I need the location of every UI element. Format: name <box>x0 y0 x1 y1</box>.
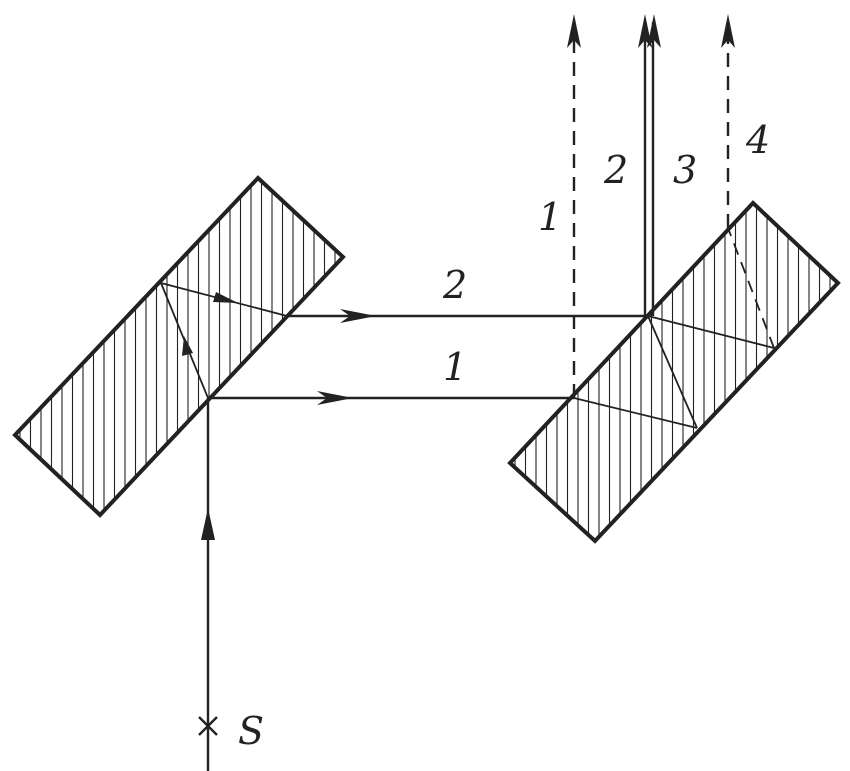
left-plate-hatching <box>19 178 336 515</box>
ray-2-label: 2 <box>442 263 467 307</box>
output-ray-4-arrowhead <box>721 14 735 48</box>
horizontal-ray-1 <box>208 391 574 405</box>
output-ray-1 <box>567 14 581 398</box>
output-ray-3-arrowhead <box>647 14 661 48</box>
right-plate-inner-rays <box>573 227 775 429</box>
right-plate-outline <box>507 200 841 544</box>
output-ray-2-arrowhead <box>638 14 652 48</box>
inner-ray-arrowhead <box>182 336 193 356</box>
incoming-ray-arrowhead <box>201 508 215 540</box>
output-ray-2-3 <box>638 14 661 316</box>
output-2-label: 2 <box>603 148 628 192</box>
output-4-label: 4 <box>745 118 770 162</box>
ray-1-label: 1 <box>443 345 467 389</box>
ray-2-arrowhead <box>340 309 376 323</box>
inner-ray-arrowhead-2 <box>213 292 238 303</box>
left-plate-inner-rays <box>160 282 288 399</box>
incoming-ray <box>198 398 218 771</box>
horizontal-ray-2 <box>287 309 648 323</box>
source-label: S <box>238 709 264 753</box>
output-3-label: 3 <box>673 148 697 192</box>
output-1-label: 1 <box>538 195 562 239</box>
right-plate <box>507 200 841 544</box>
left-plate <box>12 175 346 518</box>
output-ray-4 <box>721 14 735 228</box>
output-ray-1-arrowhead <box>567 14 581 48</box>
left-plate-outline <box>12 175 346 518</box>
ray-1-arrowhead <box>317 391 353 405</box>
